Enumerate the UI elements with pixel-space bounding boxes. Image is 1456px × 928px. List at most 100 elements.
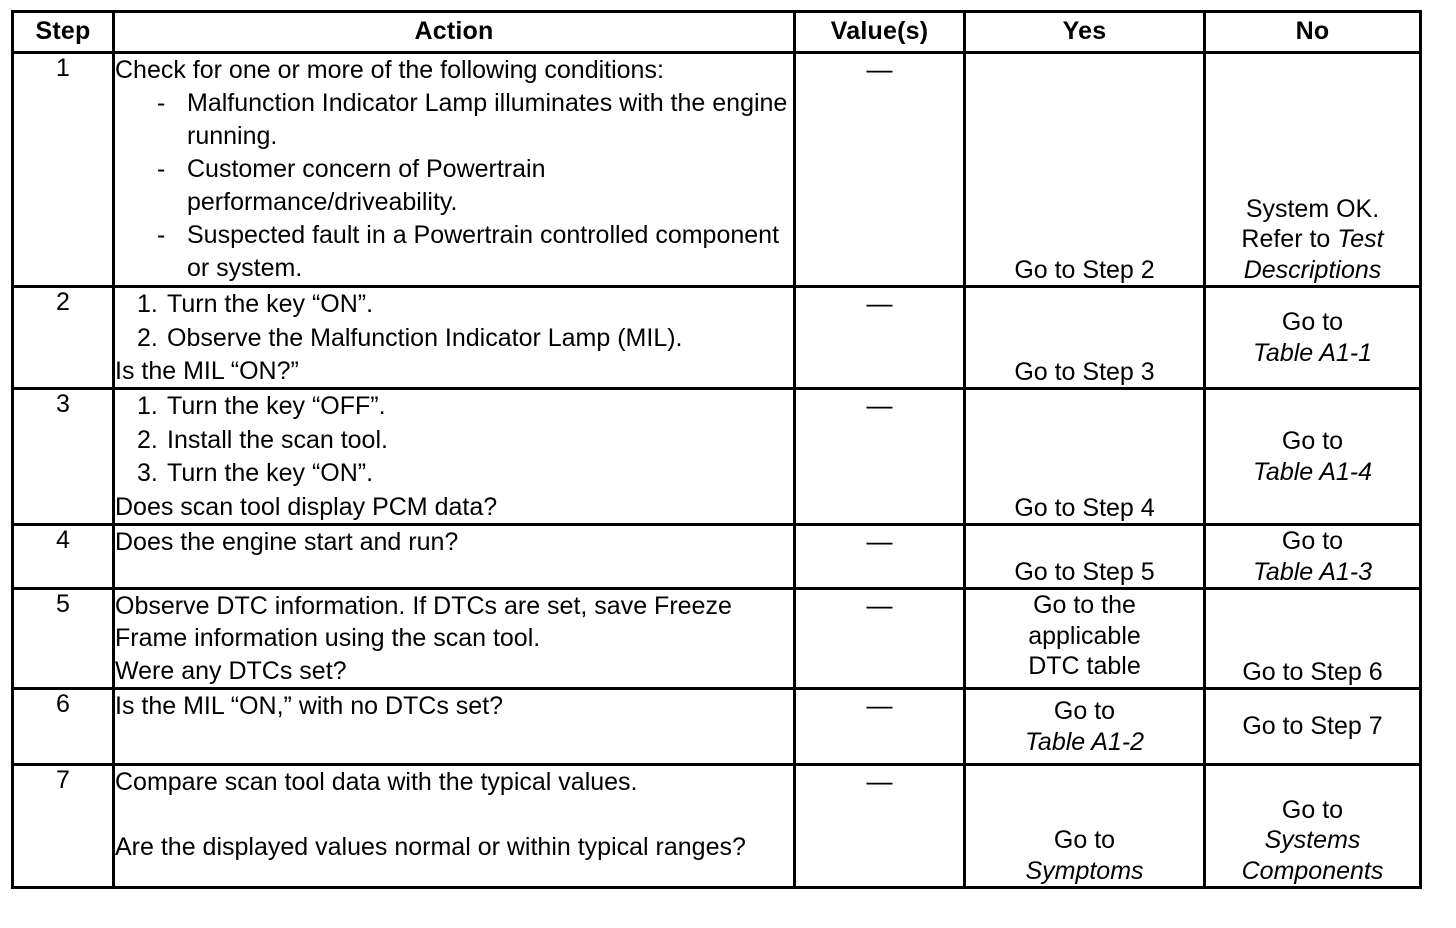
no-line: Systems [1264,826,1361,854]
value-cell: — [793,687,966,766]
action-cell: Compare scan tool data with the typical … [112,763,796,889]
no-line: Table A1-4 [1252,457,1373,486]
action-question-text: Is the MIL “ON?” [115,357,299,385]
no-line-text: Refer to [1241,225,1338,253]
action-bullet-item: -Customer concern of Powertrain performa… [157,153,793,218]
value-dash: — [866,590,893,620]
step-number-cell: 7 [11,763,115,889]
bullet-text: Customer concern of Powertrain performan… [187,155,546,216]
action-numbered-item: 2. Install the scan tool. [137,424,793,457]
action-lead-text: Check for one or more of the following c… [115,56,664,84]
yes-cell: Go to Step 4 [963,387,1206,526]
step-number: 7 [56,766,70,794]
action-lead-text: Observe DTC information. If DTCs are set… [115,592,732,652]
step-number: 2 [56,288,70,316]
value-cell: — [793,587,966,690]
numbered-item-text: Turn the key “ON”. [167,290,374,318]
table-row: 7 Compare scan tool data with the typical… [11,763,1422,889]
action-numbered-item: 1. Turn the key “OFF”. [137,390,793,423]
table-row: 2 1.Turn the key “ON”.2. Observe the Malfu… [11,285,1422,390]
step-number: 4 [56,526,70,554]
numbered-item-marker: 2. [137,323,158,352]
action-bullet-list: -Malfunction Indicator Lamp illuminates … [115,87,793,284]
numbered-item-marker: 3. [137,459,158,487]
value-cell: — [793,285,966,390]
table-header-row: Step Action Value(s) Yes No [11,10,1422,54]
yes-line: Go to [1053,697,1116,725]
bullet-dash-icon: - [157,155,166,183]
action-spacer [115,799,793,831]
action-numbered-item: 3. Turn the key “ON”. [137,457,793,490]
numbered-item-marker: 1. [137,392,158,420]
yes-line: Go to Step 4 [1014,493,1155,522]
step-number-cell: 3 [11,387,115,526]
no-cell: Go to Step 7 [1203,687,1422,766]
value-cell: — [793,523,966,590]
action-numbered-list: 1.Turn the key “ON”.2. Observe the Malfun… [115,288,793,354]
bullet-text: Suspected fault in a Powertrain controll… [187,221,780,282]
column-header-no: No [1203,10,1422,54]
step-number-cell: 6 [11,687,115,766]
action-question-text: Does scan tool display PCM data? [115,492,498,521]
column-header-yes: Yes [963,10,1206,54]
numbered-item-marker: 2. [137,425,158,454]
action-question-text: Were any DTCs set? [115,657,347,685]
no-cell: Go to Step 6 [1203,587,1422,690]
yes-cell: Go to Step 5 [963,523,1206,590]
no-line: Go to [1281,795,1344,824]
no-line: Go to [1281,308,1344,336]
value-dash: — [866,390,893,420]
bullet-text: Malfunction Indicator Lamp illuminates w… [187,89,788,150]
column-header-action: Action [112,10,796,54]
column-header-value: Value(s) [793,10,966,54]
action-numbered-item: 2. Observe the Malfunction Indicator Lamp… [137,322,793,355]
yes-line: Go to [1053,826,1116,854]
yes-line: Go to the [1033,591,1136,619]
no-line: Go to Step 7 [1242,712,1383,741]
value-dash: — [866,526,893,556]
action-numbered-item: 1.Turn the key “ON”. [137,288,793,321]
no-line: Table A1-3 [1252,557,1373,586]
action-question-text: Are the displayed values normal or withi… [115,833,746,861]
numbered-item-text: Turn the key “OFF”. [167,392,386,420]
numbered-item-text: Turn the key “ON”. [167,459,374,487]
value-dash: — [866,288,893,318]
yes-line: Symptoms [1025,856,1144,885]
action-lead-text: Does the engine start and run? [115,528,459,556]
step-number-cell: 5 [11,587,115,690]
action-bullet-item: -Suspected fault in a Powertrain control… [157,219,793,284]
action-cell: 1. Turn the key “OFF”. 2. Install the scan … [112,387,796,526]
step-number: 3 [56,390,70,418]
yes-line: applicable [1028,621,1141,650]
action-bullet-item: -Malfunction Indicator Lamp illuminates … [157,87,793,152]
value-cell: — [793,387,966,526]
no-line: Descriptions [1243,255,1382,284]
no-line-emphasis: Test [1337,225,1384,253]
value-dash: — [866,690,893,720]
action-cell: Does the engine start and run? [112,523,796,590]
action-cell: Is the MIL “ON,” with no DTCs set? [112,687,796,766]
numbered-item-text: Install the scan tool. [167,425,388,454]
action-cell: Observe DTC information. If DTCs are set… [112,587,796,690]
action-cell: 1.Turn the key “ON”.2. Observe the Malfun… [112,285,796,390]
no-line: Table A1-1 [1252,338,1373,367]
column-header-step: Step [11,10,115,54]
step-number-cell: 1 [11,51,115,288]
yes-line: Table A1-2 [1024,727,1145,756]
action-lead-text: Is the MIL “ON,” with no DTCs set? [115,692,504,720]
action-lead-text: Compare scan tool data with the typical … [115,768,638,796]
yes-cell: Go to Step 3 [963,285,1206,390]
action-numbered-list: 1. Turn the key “OFF”. 2. Install the scan … [115,390,793,490]
numbered-item-text: Observe the Malfunction Indicator Lamp (… [167,323,683,352]
no-line: Go to [1281,427,1344,455]
